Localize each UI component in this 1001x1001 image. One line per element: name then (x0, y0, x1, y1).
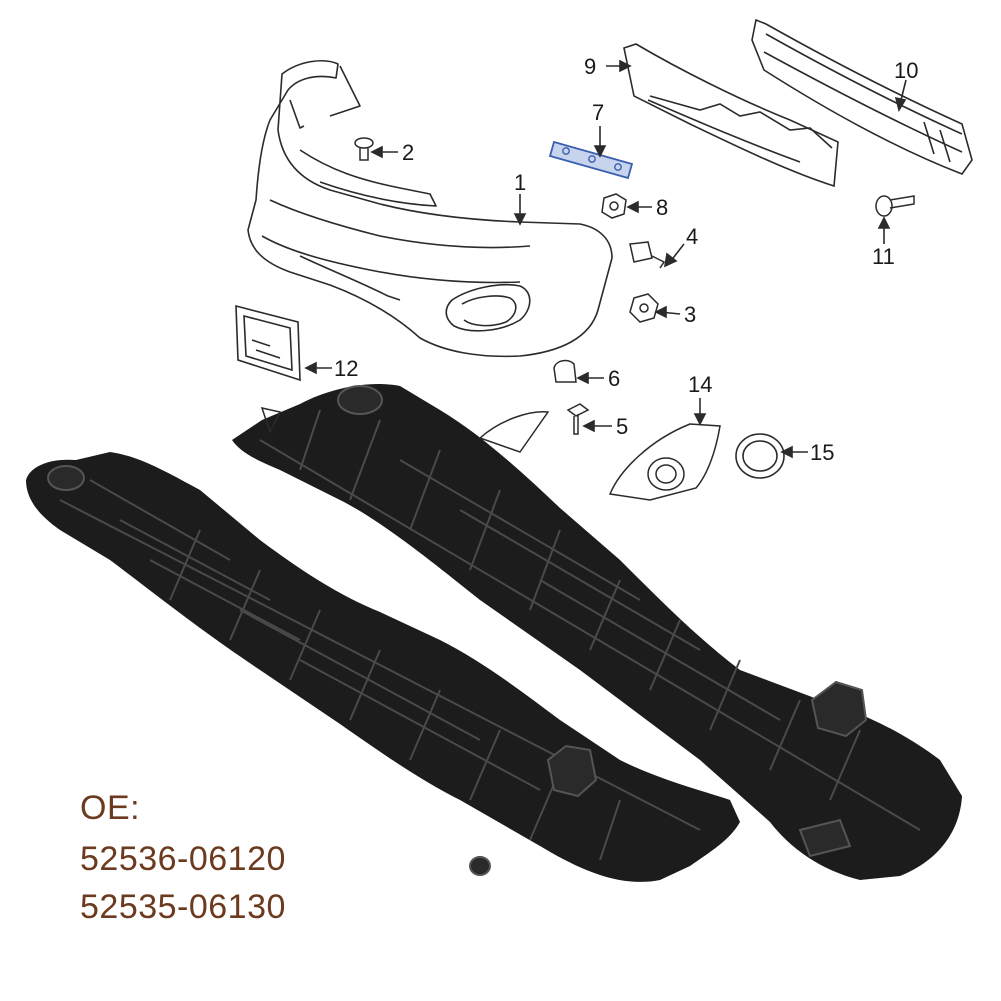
oe-part-number: 52536-06120 (80, 840, 286, 878)
callout-12: 12 (334, 356, 358, 381)
retainer-strip (548, 140, 634, 180)
bracket-left (26, 452, 740, 882)
callout-11: 11 (872, 244, 895, 269)
callout-7: 7 (592, 100, 604, 125)
oe-label: OE: (80, 789, 141, 827)
callout-3: 3 (684, 302, 696, 327)
callout-leaders (304, 59, 907, 459)
bumper-cover (247, 60, 613, 358)
callout-1: 1 (514, 170, 526, 195)
callout-2: 2 (402, 140, 414, 165)
callout-5: 5 (616, 414, 628, 439)
license-plate-bracket (235, 304, 301, 382)
oe-part-number: 52535-06130 (80, 888, 286, 926)
fog-lamp-ring (735, 433, 785, 479)
fog-lamp-bezel (608, 423, 721, 501)
callout-6: 6 (608, 366, 620, 391)
small-fasteners (354, 137, 915, 435)
callout-8: 8 (656, 195, 668, 220)
callout-4: 4 (686, 224, 698, 249)
callout-9: 9 (584, 54, 596, 79)
callout-10: 10 (894, 58, 918, 83)
bracket-right (232, 384, 962, 880)
bumper-reinforcement (751, 18, 973, 175)
callout-15: 15 (810, 440, 834, 465)
callout-numbers: 1 2 3 4 5 6 7 8 9 10 11 12 14 15 (334, 54, 918, 465)
energy-absorber (623, 43, 839, 188)
callout-14: 14 (688, 372, 712, 397)
